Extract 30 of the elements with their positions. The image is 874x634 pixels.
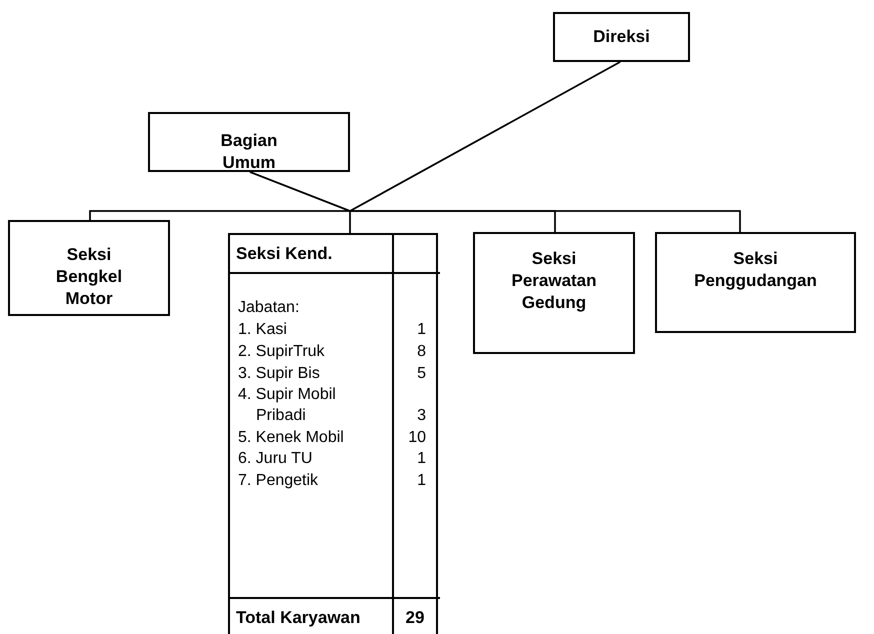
org-box [553,12,690,62]
connector-line [250,171,741,232]
table-cell-text: 5. Kenek Mobil [238,428,345,448]
table-cell-text: 8 [416,342,426,362]
table-cell-text: 1 [416,320,426,340]
table-box [228,233,438,634]
table-cell-text: 5 [416,364,426,384]
org-box [655,232,856,333]
table-cell-text: 29 [404,607,426,628]
table-cell-text: 7. Pengetik [238,471,320,491]
table-cell-text: 1 [416,471,426,491]
org-box [148,112,350,172]
box-title: Direksi [593,26,650,48]
table-cell-text: Jabatan: [238,298,300,318]
table-cell-text: 1 [416,449,426,469]
box-title: Seksi Perawatan Gedung [511,248,597,314]
table-cell-text: Total Karyawan [236,607,362,628]
box-title: Bagian Umum [220,130,278,174]
table-cell-text: 3 [416,406,426,426]
table-cell-text: 3. Supir Bis [238,364,321,384]
org-box [8,220,170,316]
table-cell-text: 1. Kasi [238,320,288,340]
table-cell-text: 4. Supir Mobil Pribadi [238,385,337,426]
table-cell-text: 6. Juru TU [238,449,314,469]
box-title: Seksi Bengkel Motor [54,244,124,310]
table-cell-text: 10 [407,428,426,448]
box-title: Seksi Kend. [236,243,334,265]
org-box [473,232,635,354]
box-title: Seksi Penggudangan [694,248,817,292]
table-cell-text: 2. SupirTruk [238,342,326,362]
